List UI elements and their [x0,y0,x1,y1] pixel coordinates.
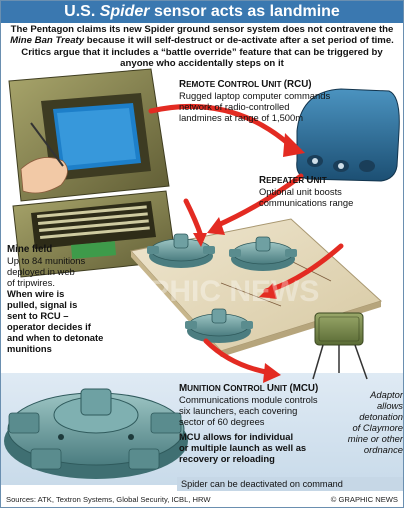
mcu-heading-sc3: NIT [273,384,290,393]
rcu-heading-sc2: ONTROL [224,80,262,89]
intro-part2: because it will self-destruct or de-acti… [21,35,394,70]
rcu-heading-sc1: EMOTE [186,80,218,89]
repeater-heading-sc1: EPEATER [266,176,307,185]
title-prefix: U.S. [64,3,100,20]
munition-control-unit [4,388,188,479]
intro-paragraph: The Pentagon claims its new Spider groun… [5,24,399,70]
minefield-line: deployed in web [7,266,75,277]
rcu-heading: REMOTE CONTROL UNIT (RCU) [179,79,401,90]
arrow-rcu-to-repeater [148,103,294,149]
adaptor-line: of Claymore [352,422,403,433]
deactivate-note: Spider can be deactivated on command [177,477,403,491]
title-bar: U.S. Spider sensor acts as landmine [1,1,403,23]
repeater-heading-sc2: NIT [313,176,327,185]
arrow-rcu-to-field [183,198,204,239]
minefield-munitions [147,233,297,343]
rcu-heading-sc3: NIT [268,80,284,89]
arrow-repeater-to-field [213,173,304,229]
minefield-bold-line: When wire is [7,288,65,299]
arrow-heads [193,133,305,383]
mcu-bold-line: MCU allows for individual [179,431,294,442]
mcu-bold-line: recovery or reloading [179,453,275,464]
repeater-line: communications range [259,197,354,208]
repeater-heading-cap2: U [306,175,314,186]
adaptor-line: mine or other [347,433,403,444]
mcu-heading-sc1: UNITION [187,384,224,393]
arrow-mcu-signal [203,338,274,376]
page-title: U.S. Spider sensor acts as landmine [64,3,340,20]
mcu-heading-cap3: U [266,383,274,394]
mcu-line: six launchers, each covering [179,405,298,416]
rcu-heading-cap2: C [217,79,225,90]
watermark-text: GRAPHIC NEWS [83,275,320,308]
minefield-label: Mine field Up to 84 munitions deployed i… [7,244,127,354]
title-italic: Spider [99,3,150,20]
repeater-heading-cap1: R [259,175,267,186]
mcu-line: Communications module controls [179,394,318,405]
repeater-label: REPEATER UNIT Optional unit boosts commu… [259,175,401,208]
signal-arrows [148,103,344,376]
mcu-heading-abbr: (MCU) [289,383,319,394]
rcu-heading-cap1: R [179,79,187,90]
minefield-heading: Mine field [7,244,53,255]
mcu-label: MUNITION CONTROL UNIT (MCU) Communicatio… [179,383,347,464]
rcu-heading-abbr: (RCU) [283,79,312,90]
minefield-bold-line: sent to RCU – [7,310,69,321]
rcu-line: landmines at range of 1,500m [179,112,304,123]
minefield-bold-line: pulled, signal is [7,299,78,310]
rcu-heading-cap3: U [261,79,269,90]
intro-part1: The Pentagon claims its new Spider groun… [10,24,394,35]
mcu-heading-cap1: M [179,383,188,394]
mcu-line: sector of 60 degrees [179,416,265,427]
minefield-line: of tripwires. [7,277,55,288]
intro-italic: Mine Ban Treaty [10,35,85,47]
adaptor-line: allows [376,400,403,411]
adaptor-label: Adaptor allows detonation of Claymore mi… [341,389,403,455]
sources-text: Sources: ATK, Textron Systems, Global Se… [6,495,211,504]
minefield-bold-line: operator decides if [7,321,91,332]
minefield-bold-line: and when to detonate [7,332,104,343]
adaptor-line: Adaptor [370,389,403,400]
repeater-line: Optional unit boosts [259,186,342,197]
minefield-bold-line: munitions [7,343,52,354]
rcu-line: Rugged laptop computer commands [179,90,331,101]
title-suffix: sensor acts as landmine [149,3,340,20]
copyright-text: © GRAPHIC NEWS [330,495,398,504]
rcu-line: network of radio-controlled [179,101,290,112]
repeater-heading: REPEATER UNIT [259,175,401,186]
mcu-bold-line: or multiple launch as well as [179,442,307,453]
adaptor-line: ordnance [363,444,403,455]
rcu-label: REMOTE CONTROL UNIT (RCU) Rugged laptop … [179,79,401,123]
adaptor-line: detonation [359,411,403,422]
minefield-line: Up to 84 munitions [7,255,86,266]
claymore-adaptor [312,312,368,380]
hand-with-stylus [20,122,68,194]
mcu-heading: MUNITION CONTROL UNIT (MCU) [179,383,347,394]
repeater-unit [296,88,400,182]
mcu-heading-cap2: C [223,383,231,394]
mcu-heading-sc2: ONTROL [230,384,267,393]
footer: Sources: ATK, Textron Systems, Global Se… [1,492,403,507]
